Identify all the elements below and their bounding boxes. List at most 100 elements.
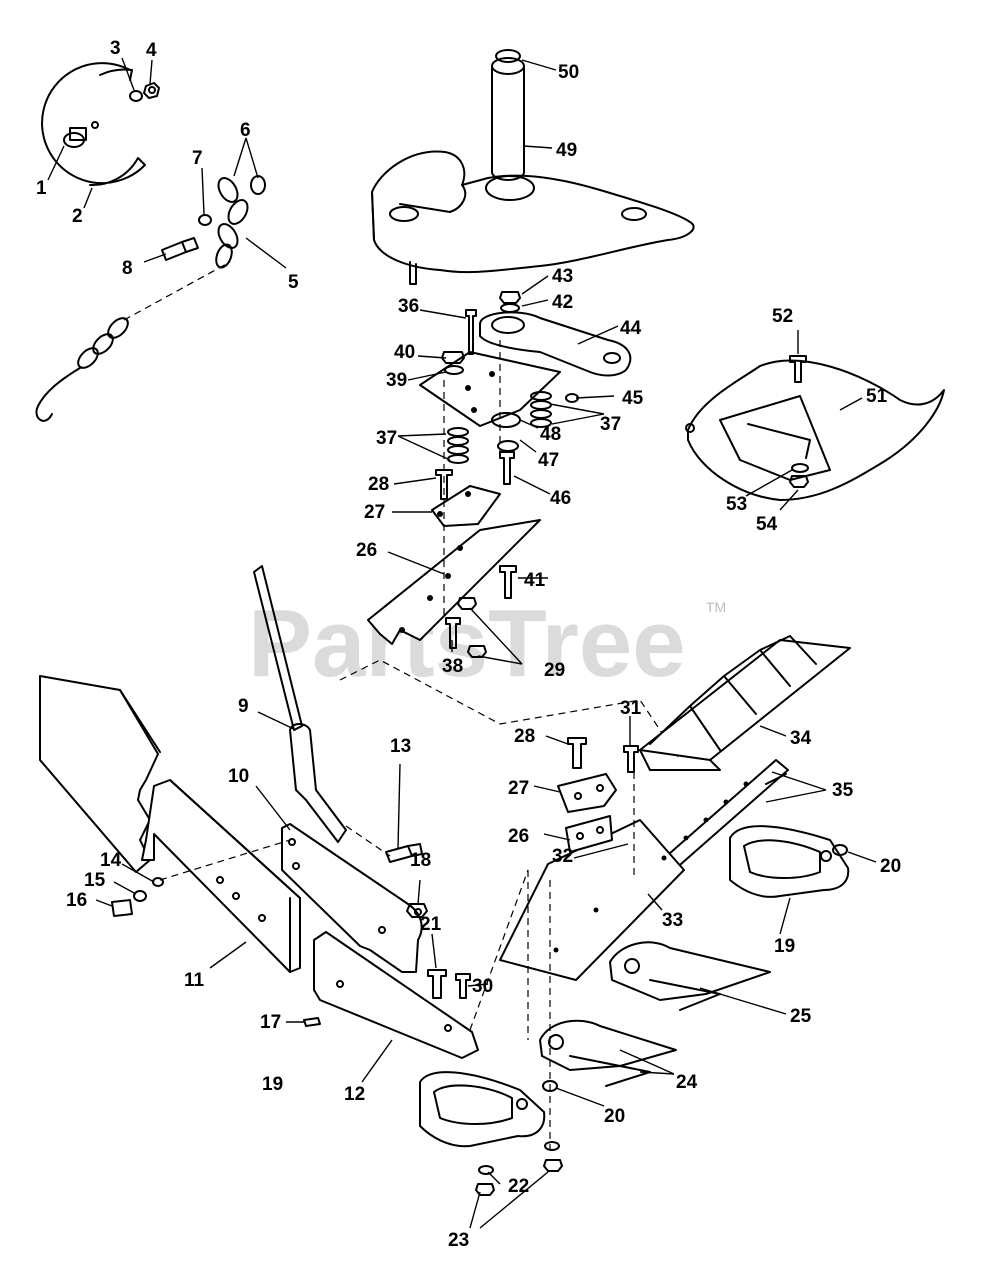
callout-23: 23 xyxy=(448,1230,469,1251)
callout-39: 39 xyxy=(386,370,407,391)
pitman-arm-part xyxy=(479,311,632,377)
callout-24: 24 xyxy=(676,1072,698,1093)
drive-disc-part xyxy=(41,62,146,187)
callout-4: 4 xyxy=(146,40,157,61)
bracket-part-10 xyxy=(281,823,423,973)
callout-7: 7 xyxy=(192,148,203,169)
callout-37-right: 37 xyxy=(600,414,621,435)
bolt-part-36 xyxy=(465,309,477,355)
washers-part-22 xyxy=(478,1141,560,1175)
callout-5: 5 xyxy=(288,272,299,293)
skid-shoe-part-right xyxy=(729,825,850,898)
callout-52: 52 xyxy=(772,306,793,327)
leader-lines xyxy=(47,57,877,1229)
callout-11: 11 xyxy=(184,970,205,991)
callout-36: 36 xyxy=(398,296,419,317)
seat-panel-part xyxy=(39,675,161,873)
callout-27-lower: 27 xyxy=(508,778,529,799)
knife-head-part xyxy=(367,485,541,645)
callout-33: 33 xyxy=(662,910,683,931)
callout-28-lower: 28 xyxy=(514,726,535,747)
callout-32: 32 xyxy=(552,846,573,867)
washer-part-53 xyxy=(791,463,809,473)
callout-22: 22 xyxy=(508,1176,529,1197)
callout-21: 21 xyxy=(420,914,442,935)
gearbox-housing-part xyxy=(371,150,695,285)
skid-shoe-part-left xyxy=(419,1071,546,1148)
callout-29: 29 xyxy=(544,660,565,681)
callout-28-upper: 28 xyxy=(368,474,389,495)
shoe-guard-part xyxy=(685,359,945,501)
bolt-part-28-upper xyxy=(435,469,453,500)
callout-26-lower: 26 xyxy=(508,826,529,847)
callout-18: 18 xyxy=(410,850,431,871)
callout-50: 50 xyxy=(558,62,579,83)
callout-10: 10 xyxy=(228,766,249,787)
bolt-part-21 xyxy=(427,969,447,999)
callout-1: 1 xyxy=(36,178,47,199)
callout-14: 14 xyxy=(100,850,122,871)
spring-washers-left xyxy=(447,427,469,464)
nut-part-43 xyxy=(499,291,521,304)
callout-54: 54 xyxy=(756,514,778,535)
knife-sections-part xyxy=(639,635,851,771)
callout-44: 44 xyxy=(620,318,642,339)
callout-20-right: 20 xyxy=(880,856,901,877)
callout-15: 15 xyxy=(84,870,106,891)
callout-48: 48 xyxy=(540,424,561,445)
pin-part-17 xyxy=(303,1017,321,1027)
callout-31: 31 xyxy=(620,698,642,719)
callout-41: 41 xyxy=(524,570,546,591)
bolt-part-41 xyxy=(499,565,517,599)
callout-45: 45 xyxy=(622,388,644,409)
bolt-part-13 xyxy=(385,843,423,863)
drive-plate-part xyxy=(419,351,561,427)
callout-34: 34 xyxy=(790,728,812,749)
callout-19-right: 19 xyxy=(774,936,795,957)
cutter-bar-part xyxy=(499,759,789,981)
washer-part-42 xyxy=(500,303,520,313)
callout-20-lower: 20 xyxy=(604,1106,625,1127)
callout-47: 47 xyxy=(538,450,559,471)
callout-51: 51 xyxy=(866,386,888,407)
guards-part-24 xyxy=(539,1019,677,1087)
lever-part xyxy=(253,565,347,843)
callout-labels: 1 2 3 4 5 6 7 8 9 10 11 12 13 14 15 16 1… xyxy=(36,38,901,1251)
callout-37-left: 37 xyxy=(376,428,397,449)
nut-part-54 xyxy=(789,475,809,488)
spacer-part-20-lower xyxy=(542,1080,558,1092)
callout-49: 49 xyxy=(556,140,577,161)
bolt-part-28-lower xyxy=(567,737,587,769)
clip-part-26-lower xyxy=(565,815,613,853)
spring-washers-right xyxy=(530,391,552,428)
nut-part-18 xyxy=(406,903,428,918)
clip-part-27-lower xyxy=(557,773,617,813)
nut-part-4 xyxy=(143,82,160,99)
shaft-part xyxy=(491,57,525,181)
guards-part-25 xyxy=(609,941,771,1011)
hook-chain-part xyxy=(35,317,129,422)
frame-plate-part-12 xyxy=(313,931,479,1059)
callout-8: 8 xyxy=(122,258,133,279)
bolt-part-46 xyxy=(499,451,515,485)
washer-part-3 xyxy=(129,90,143,102)
retaining-ring-part xyxy=(495,49,521,63)
callout-46: 46 xyxy=(550,488,571,509)
callout-38: 38 xyxy=(442,656,463,677)
fasteners-part-14-15-16 xyxy=(111,877,164,917)
callout-9: 9 xyxy=(238,696,249,717)
callout-6: 6 xyxy=(240,120,251,141)
washer-part-39 xyxy=(444,365,464,375)
spacer-part-20-right xyxy=(832,844,848,856)
bolt-part-31 xyxy=(623,745,639,773)
callout-27-upper: 27 xyxy=(364,502,385,523)
callout-17: 17 xyxy=(260,1012,281,1033)
washer-part-47 xyxy=(497,440,519,452)
callout-43: 43 xyxy=(552,266,573,287)
callout-19-left: 19 xyxy=(262,1074,283,1095)
side-plate-part-11 xyxy=(141,779,301,973)
bolt-part-52 xyxy=(789,355,807,383)
nuts-part-23 xyxy=(475,1159,563,1196)
watermark-trademark: TM xyxy=(706,599,726,615)
